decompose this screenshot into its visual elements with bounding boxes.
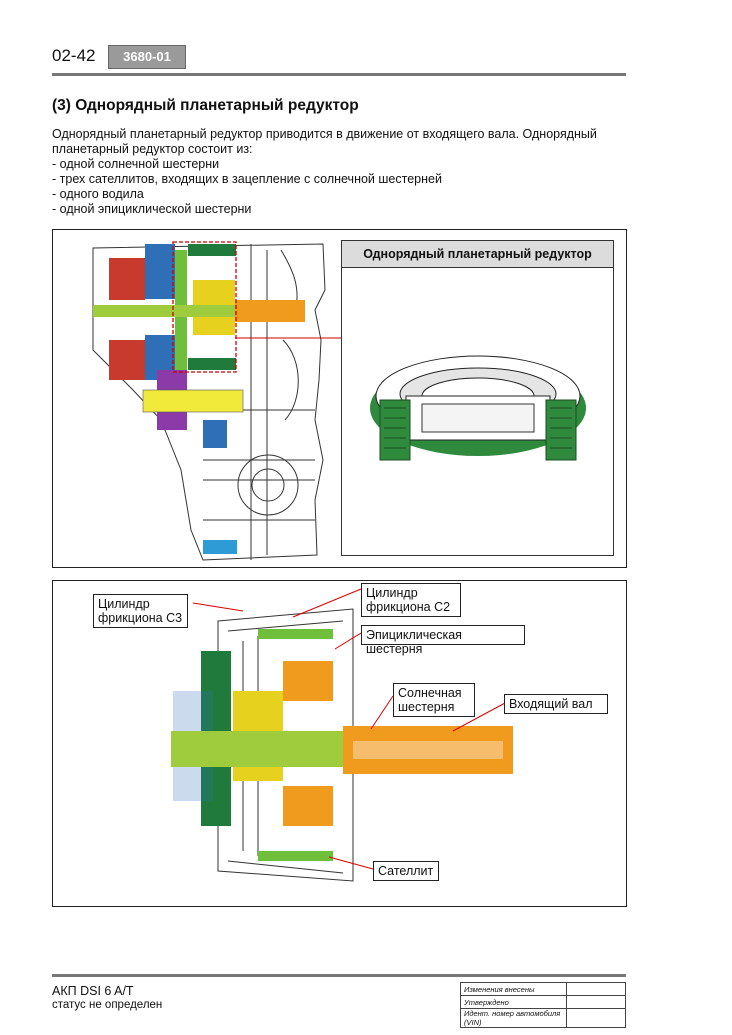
footer-title: АКП DSI 6 A/T [52,984,134,998]
approval-value [566,982,626,996]
callout-line: Цилиндр [98,597,150,611]
intro-line: - одной солнечной шестерни [52,157,220,171]
callout-line: Сателлит [378,864,434,878]
intro-line: Однорядный планетарный редуктор приводит… [52,127,597,141]
document-code-badge: 3680-01 [108,45,186,69]
table-row: Утверждено [460,995,626,1009]
approval-label: Идент. номер автомобиля (VIN) [460,1008,567,1028]
planetary-ring-gear-illustration [370,355,586,461]
figure-planetary-cross-section [52,580,627,907]
header-rule [52,73,626,76]
callout-line: шестерня [398,700,455,714]
figure-transmission-overview [52,229,627,568]
approval-label: Изменения внесены [460,982,567,996]
callout-c3-cylinder: Цилиндр фрикциона C3 [93,594,188,628]
planetary-gear-cross-section-drawing [171,588,513,882]
intro-line: - трех сателлитов, входящих в зацепление… [52,172,442,186]
section-title: (3) Однорядный планетарный редуктор [52,97,359,114]
intro-line: - одной эпициклической шестерни [52,202,252,216]
callout-line: Входящий вал [509,697,593,711]
intro-text: Однорядный планетарный редуктор приводит… [52,127,622,217]
callout-line: Цилиндр [366,586,418,600]
table-row: Идент. номер автомобиля (VIN) [460,1008,626,1028]
approval-value [566,1008,626,1028]
intro-line: - одного водила [52,187,144,201]
callout-planet-gear: Сателлит [373,861,439,881]
approval-table: Изменения внесены Утверждено Идент. номе… [460,982,626,1028]
callout-line: Эпициклическая шестерня [366,628,462,656]
callout-line: Солнечная [398,686,462,700]
table-row: Изменения внесены [460,982,626,996]
callout-line: фрикциона C2 [366,600,451,614]
page-number: 02-42 [52,46,96,65]
approval-label: Утверждено [460,995,567,1009]
intro-line: планетарный редуктор состоит из: [52,142,253,156]
callout-c2-cylinder: Цилиндр фрикциона C2 [361,583,461,617]
callout-input-shaft: Входящий вал [504,694,608,714]
callout-ring-gear: Эпициклическая шестерня [361,625,525,656]
callout-line: фрикциона C3 [98,611,183,625]
approval-value [566,995,626,1009]
footer-rule [52,974,626,977]
detail-panel-title: Однорядный планетарный редуктор [342,241,613,268]
footer-status: статус не определен [52,999,163,1011]
callout-sun-gear: Солнечная шестерня [393,683,475,717]
